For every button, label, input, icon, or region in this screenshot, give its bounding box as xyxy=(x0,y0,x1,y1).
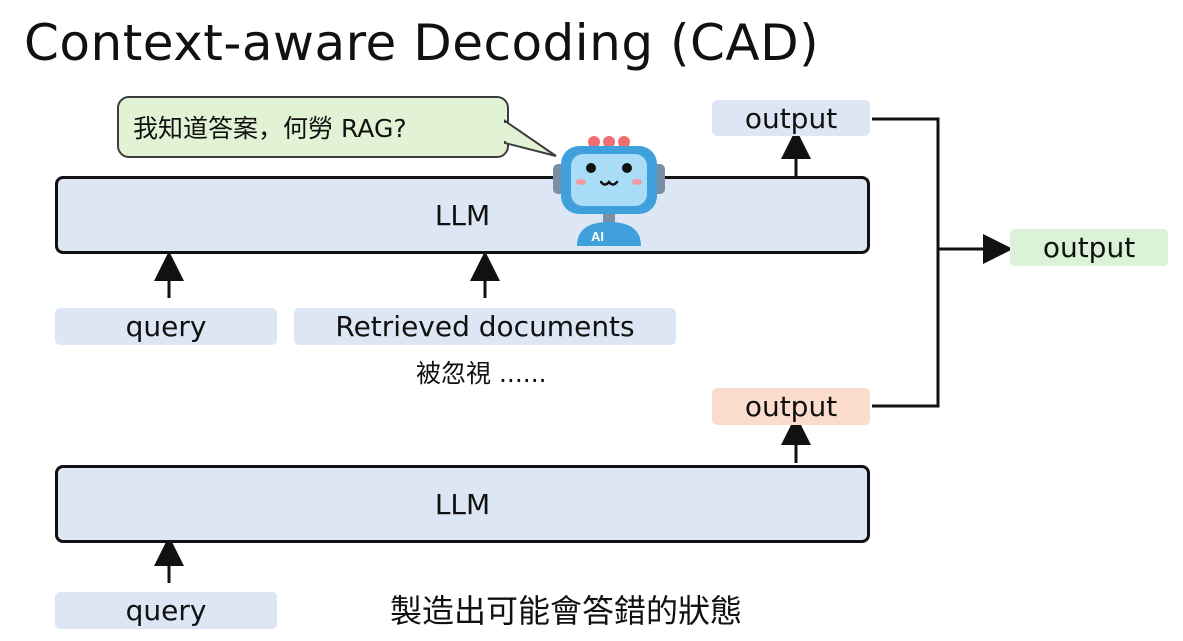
bottom-output-label: output xyxy=(744,390,838,423)
top-output-box: output xyxy=(712,100,870,136)
robot-badge-text: AI xyxy=(591,229,604,244)
bubble-text: 我知道答案，何勞 RAG? xyxy=(133,114,407,143)
retrieved-documents-box: Retrieved documents xyxy=(294,308,676,345)
top-llm-box: LLM xyxy=(55,176,870,254)
bottom-llm-label: LLM xyxy=(434,487,491,521)
bottom-query-box: query xyxy=(55,592,277,629)
robot-ai-icon: AI xyxy=(553,136,665,246)
top-output-label: output xyxy=(744,101,838,135)
page-title: Context-aware Decoding (CAD) xyxy=(24,14,820,72)
bottom-llm-box: LLM xyxy=(55,465,870,543)
final-output-label: output xyxy=(1042,231,1136,264)
bottom-query-label: query xyxy=(125,594,207,627)
top-llm-label: LLM xyxy=(434,198,491,232)
top-query-label: query xyxy=(125,310,207,343)
bottom-output-box: output xyxy=(712,388,870,425)
final-output-box: output xyxy=(1010,229,1168,266)
bottom-note: 製造出可能會答錯的狀態 xyxy=(390,592,743,630)
retrieved-documents-label: Retrieved documents xyxy=(335,310,635,343)
top-query-box: query xyxy=(55,308,277,345)
ignored-note: 被忽視 ...... xyxy=(416,359,547,388)
